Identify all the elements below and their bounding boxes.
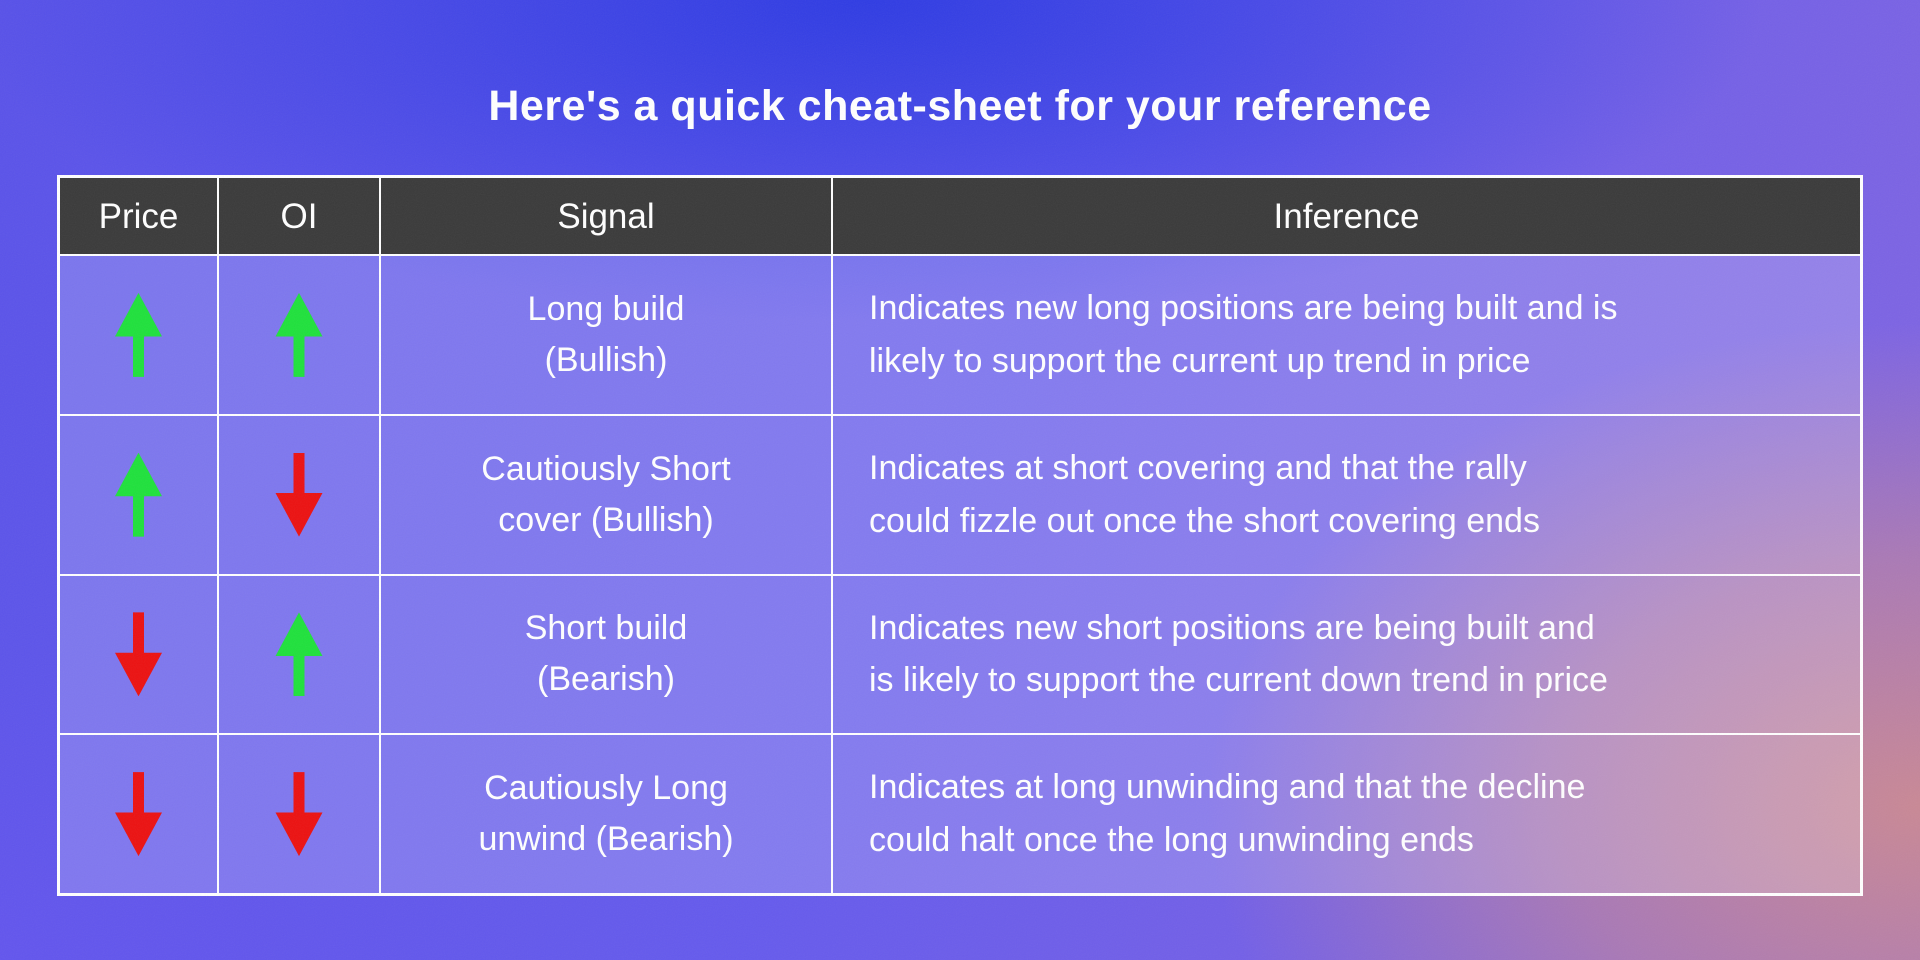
up-arrow-icon [115,452,162,537]
inference-cell: Indicates at short covering and that the… [833,416,1860,574]
up-arrow-icon [115,292,162,377]
down-arrow-icon [275,452,323,537]
oi-cell [219,735,381,893]
signal-text-line: Short build [524,609,688,648]
table-header-row: Price OI Signal Inference [60,178,1860,256]
column-header-inference: Inference [1273,196,1420,236]
signal-text-line: Cautiously Short [481,449,731,488]
price-cell [60,575,219,734]
table-row: Long build (Bullish) Indicates new long … [60,256,1860,416]
inference-cell: Indicates new short positions are being … [833,576,1860,734]
down-arrow-icon [115,772,162,857]
signal-text-line: cover (Bullish) [498,500,714,539]
oi-cell [219,575,381,734]
down-arrow-icon [275,772,323,857]
inference-cell: Indicates at long unwinding and that the… [833,735,1860,893]
inference-text-line: Indicates new long positions are being b… [869,289,1618,328]
signal-text-line: Cautiously Long [484,769,728,808]
inference-text-line: is likely to support the current down tr… [869,661,1608,700]
table-row: Short build (Bearish) Indicates new shor… [60,575,1860,736]
up-arrow-icon [275,612,323,697]
column-header-price: Price [60,178,219,254]
up-arrow-icon [275,292,323,377]
inference-text-line: could fizzle out once the short covering… [869,501,1540,540]
signal-cell: Short build (Bearish) [381,575,833,734]
inference-text-line: could halt once the long unwinding ends [869,821,1474,860]
column-header-oi: OI [219,178,381,254]
inference-text-line: Indicates at short covering and that the… [869,448,1527,487]
inference-cell: Indicates new long positions are being b… [833,256,1860,414]
signal-text-line: Long build [527,289,685,328]
inference-text-line: likely to support the current up trend i… [869,341,1531,380]
signal-cell: Long build (Bullish) [381,256,833,414]
signal-text-line: (Bearish) [537,660,675,699]
page-title: Here's a quick cheat-sheet for your refe… [488,82,1432,130]
inference-text-line: Indicates at long unwinding and that the… [869,768,1586,807]
oi-cell [219,256,381,414]
price-cell [60,415,219,574]
cheat-sheet-table: Price OI Signal Inference Long build (Bu… [57,175,1863,896]
signal-cell: Cautiously Long unwind (Bearish) [381,735,833,893]
signal-text-line: unwind (Bearish) [478,820,734,859]
signal-cell: Cautiously Short cover (Bullish) [381,415,833,574]
table-row: Cautiously Short cover (Bullish) Indicat… [60,415,1860,576]
table-row: Cautiously Long unwind (Bearish) Indicat… [60,735,1860,893]
column-header-signal: Signal [381,178,833,254]
signal-text-line: (Bullish) [544,340,668,379]
price-cell [60,735,219,893]
oi-cell [219,415,381,574]
down-arrow-icon [115,612,162,697]
inference-text-line: Indicates new short positions are being … [869,608,1595,647]
price-cell [60,256,219,414]
